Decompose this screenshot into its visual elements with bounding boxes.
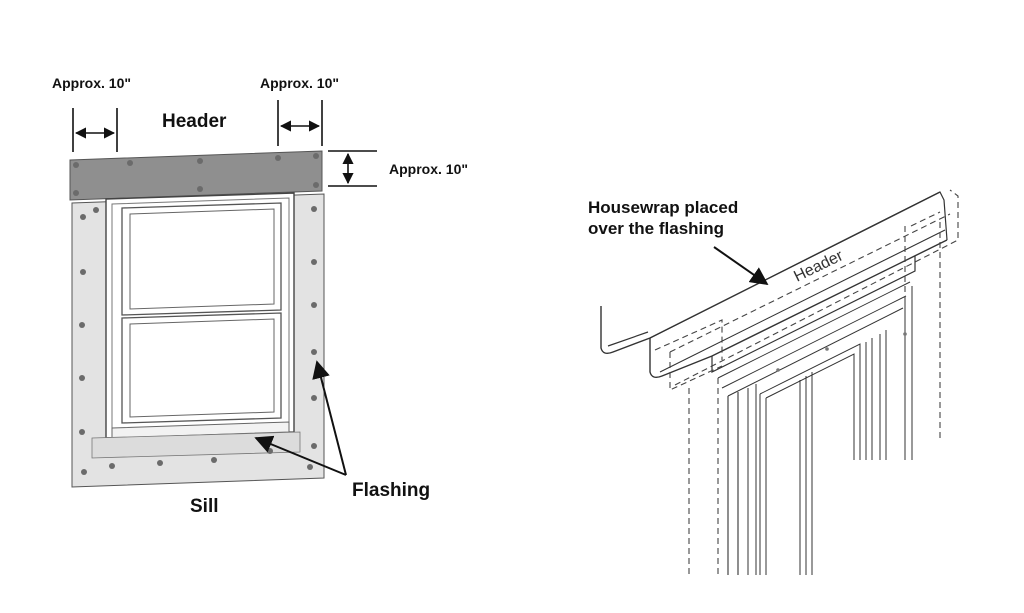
approx-side-label: Approx. 10" — [389, 161, 468, 177]
upper-sash — [121, 202, 282, 316]
side-nails — [79, 206, 317, 449]
housewrap-label-line1: Housewrap placed — [588, 198, 738, 217]
window-isometric-view: Header — [588, 189, 959, 575]
dimension-right — [277, 100, 323, 146]
flashing-label: Flashing — [352, 480, 430, 501]
header-label: Header — [162, 111, 227, 132]
window-front-view: Approx. 10" Approx. 10" Approx. 10" Head… — [52, 75, 468, 517]
header-flashing — [69, 150, 323, 201]
flashing-arrows — [254, 360, 347, 476]
sill-nails — [81, 448, 313, 475]
approx-left-label: Approx. 10" — [52, 75, 131, 91]
housewrap-label-line2: over the flashing — [588, 219, 724, 238]
dimension-side — [328, 150, 377, 187]
approx-right-label: Approx. 10" — [260, 75, 339, 91]
sill-label: Sill — [190, 496, 219, 517]
dimension-left — [72, 108, 118, 152]
lower-sash — [121, 312, 282, 424]
header-nails — [73, 153, 319, 196]
